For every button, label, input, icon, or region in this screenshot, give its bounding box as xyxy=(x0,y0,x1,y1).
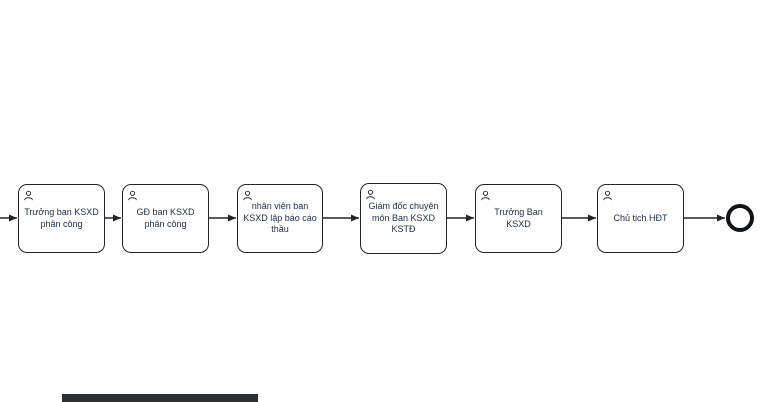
user-task-4[interactable]: Giám đốc chuyên môn Ban KSXD KSTĐ xyxy=(360,183,447,254)
user-icon xyxy=(365,187,376,200)
user-task-1[interactable]: Trưởng ban KSXD phân công xyxy=(18,184,105,253)
task-label: Trưởng ban KSXD phân công xyxy=(24,206,99,229)
user-task-3[interactable]: nhân viên ban KSXD lập báo cáo thầu xyxy=(237,184,323,253)
task-label: GĐ ban KSXD phân công xyxy=(136,206,195,229)
task-label: Giám đốc chuyên môn Ban KSXD KSTĐ xyxy=(368,200,439,235)
user-task-6[interactable]: Chủ tịch HĐT xyxy=(597,184,684,253)
bottom-edge-fragment xyxy=(62,394,258,402)
end-event[interactable] xyxy=(726,204,754,232)
user-icon xyxy=(242,188,253,201)
task-label: nhân viên ban KSXD lập báo cáo thầu xyxy=(243,200,317,235)
task-label: Chủ tịch HĐT xyxy=(613,212,668,223)
user-icon xyxy=(602,188,613,201)
user-icon xyxy=(23,188,34,201)
task-label: Trưởng Ban KSXD xyxy=(494,206,543,229)
user-task-2[interactable]: GĐ ban KSXD phân công xyxy=(122,184,209,253)
user-icon xyxy=(127,188,138,201)
user-task-5[interactable]: Trưởng Ban KSXD xyxy=(475,184,562,253)
user-icon xyxy=(480,188,491,201)
